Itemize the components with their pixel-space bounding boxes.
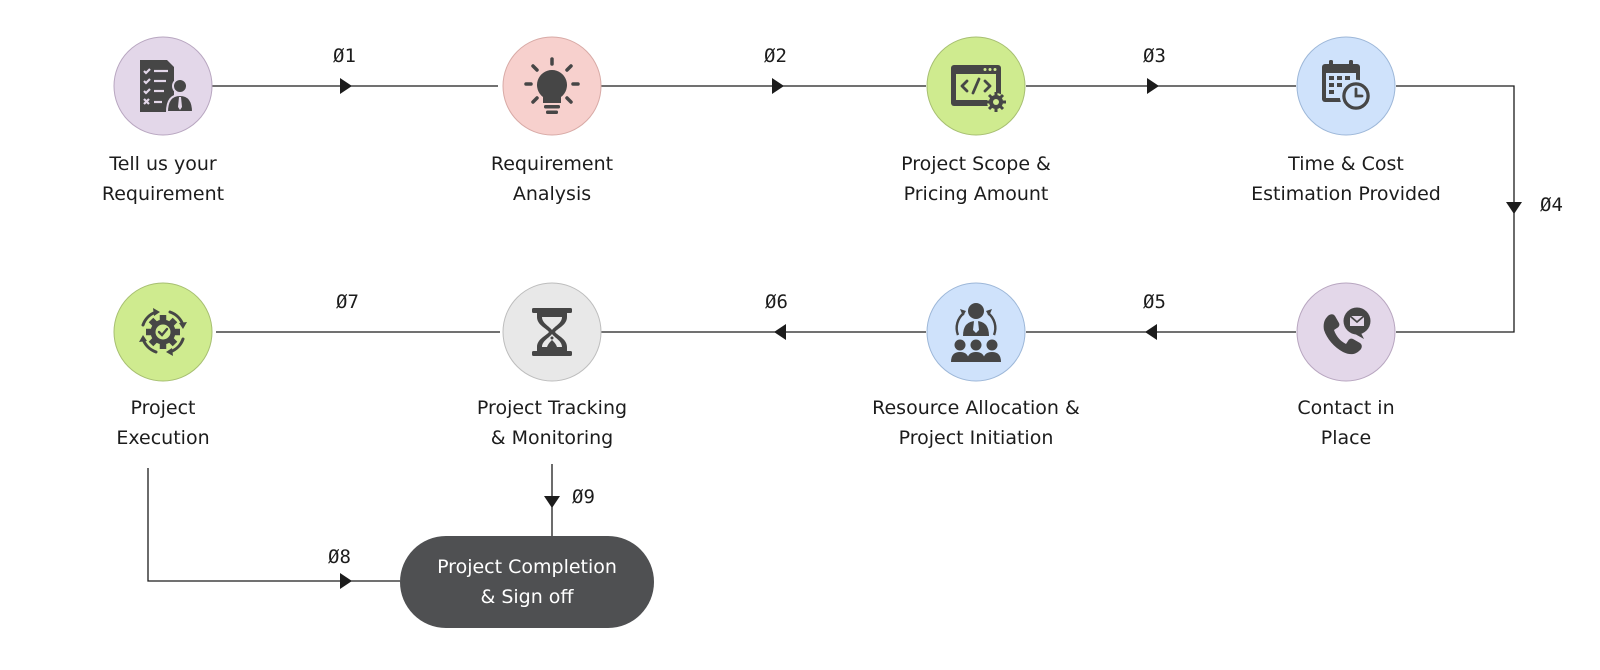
arrow-8 [340, 573, 352, 589]
step-4-node[interactable] [1296, 36, 1396, 136]
phone-message-icon [1323, 307, 1371, 355]
connector-line-4 [1396, 85, 1515, 333]
arrow-9 [544, 496, 560, 508]
step-5-circle [1296, 282, 1396, 382]
step-3-node[interactable] [926, 36, 1026, 136]
connector-lines [147, 85, 1515, 582]
lightbulb-icon [524, 57, 580, 114]
step-2-label: Requirement Analysis [442, 149, 662, 209]
step-6-label-line2: Project Initiation [898, 427, 1054, 449]
step-1-label-line2: Requirement [101, 183, 225, 205]
connector-number-4: Ø4 [1540, 194, 1563, 216]
step-8-node[interactable] [113, 282, 213, 382]
step-5-node[interactable] [1296, 282, 1396, 382]
step-4-label-line2: Estimation Provided [1251, 183, 1441, 205]
step-1-label: Tell us your Requirement [73, 149, 253, 209]
connector-number-3: Ø3 [1143, 45, 1166, 67]
connector-number-2: Ø2 [764, 45, 787, 67]
final-step-line1: Project Completion [437, 556, 617, 578]
final-step-line2: & Sign off [480, 586, 574, 608]
step-2-node[interactable] [502, 36, 602, 136]
connector-number-5: Ø5 [1143, 291, 1166, 313]
hourglass-icon [532, 308, 572, 356]
step-3-label: Project Scope & Pricing Amount [846, 149, 1106, 209]
arrow-4 [1506, 202, 1522, 214]
step-7-label: Project Tracking & Monitoring [432, 393, 672, 453]
step-1-node[interactable] [113, 36, 213, 136]
step-7-node[interactable] [502, 282, 602, 382]
step-4-label: Time & Cost Estimation Provided [1206, 149, 1486, 209]
step-8-label: Project Execution [73, 393, 253, 453]
step-3-label-line2: Pricing Amount [903, 183, 1049, 205]
step-8-label-line2: Execution [116, 427, 210, 449]
step-3-label-line1: Project Scope & [901, 153, 1051, 175]
step-7-label-line2: & Monitoring [490, 427, 614, 449]
connector-number-1: Ø1 [333, 45, 356, 67]
arrow-6 [774, 324, 786, 340]
step-5-label-line1: Contact in [1297, 397, 1395, 419]
arrow-5 [1145, 324, 1157, 340]
team-allocation-icon [951, 303, 1001, 362]
arrow-1 [340, 78, 352, 94]
step-6-node[interactable] [926, 282, 1026, 382]
connector-line-8 [147, 468, 400, 582]
step-5-label-line2: Place [1320, 427, 1372, 449]
arrow-3 [1147, 78, 1159, 94]
connector-number-7: Ø7 [336, 291, 359, 313]
calendar-clock-icon [1322, 60, 1373, 113]
final-step-project-completion[interactable]: Project Completion & Sign off [400, 536, 654, 628]
step-1-label-line1: Tell us your [109, 153, 217, 175]
step-2-label-line2: Analysis [512, 183, 592, 205]
code-window-gear-icon [951, 65, 1006, 112]
step-7-label-line1: Project Tracking [476, 397, 628, 419]
requirement-document-icon [140, 60, 195, 113]
step-6-label: Resource Allocation & Project Initiation [831, 393, 1121, 453]
connector-number-9: Ø9 [572, 486, 595, 508]
arrow-2 [772, 78, 784, 94]
step-5-label: Contact in Place [1236, 393, 1456, 453]
step-nodes [113, 36, 1396, 382]
gear-cycle-icon [139, 308, 187, 356]
step-8-label-line1: Project [130, 397, 196, 419]
step-4-label-line1: Time & Cost [1288, 153, 1404, 175]
connector-number-8: Ø8 [328, 546, 351, 568]
step-2-label-line1: Requirement [490, 153, 614, 175]
step-6-label-line1: Resource Allocation & [872, 397, 1080, 419]
connector-number-6: Ø6 [765, 291, 788, 313]
